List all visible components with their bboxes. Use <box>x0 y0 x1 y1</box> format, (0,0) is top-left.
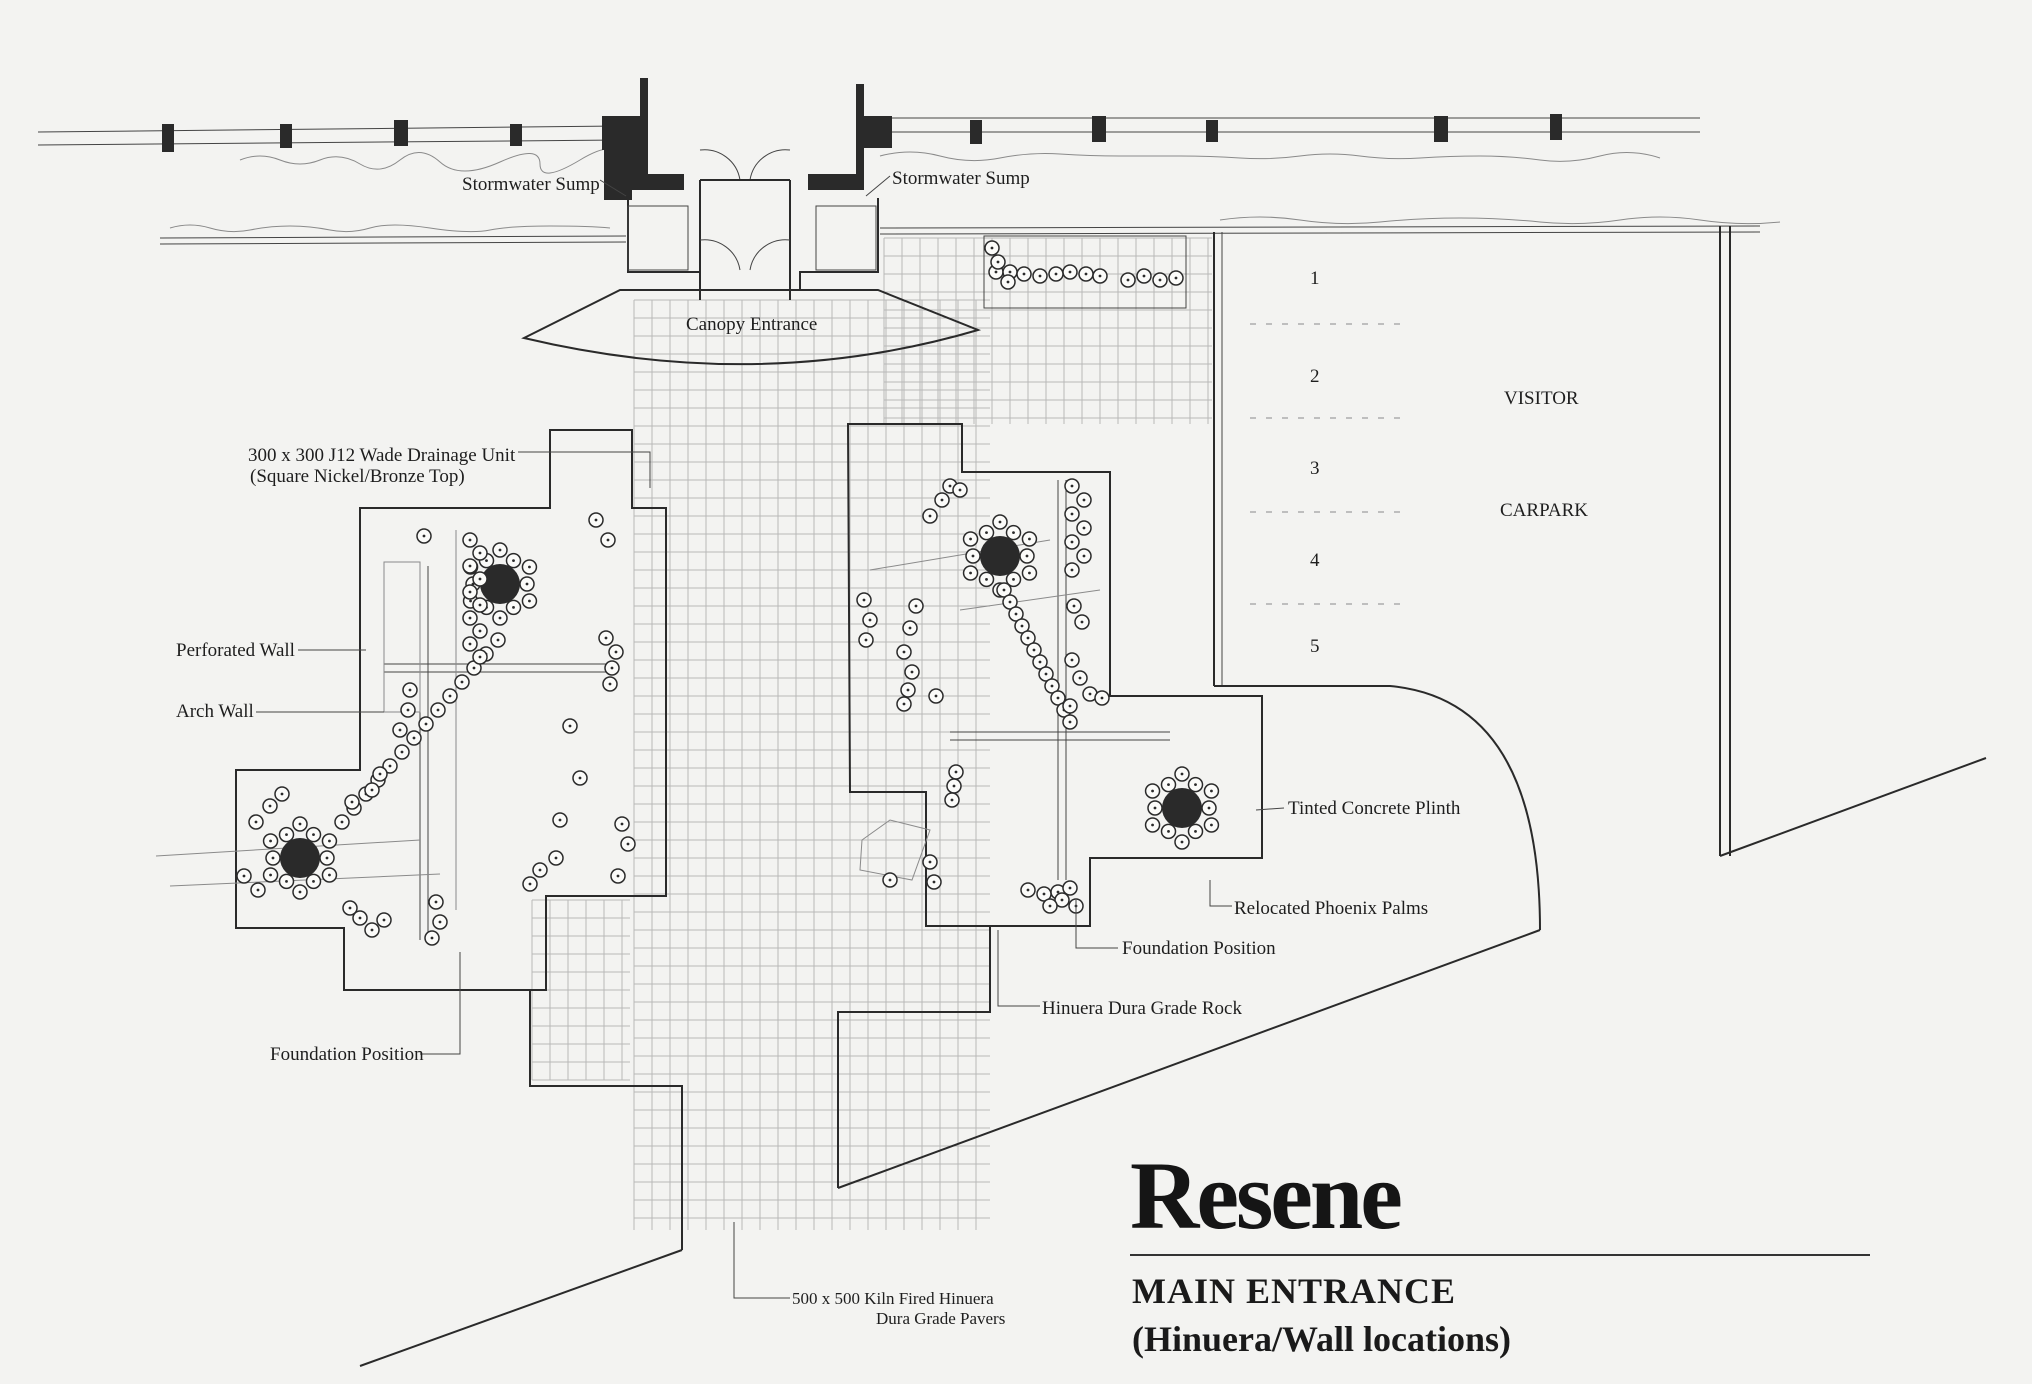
drawing-subtitle: (Hinuera/Wall locations) <box>1132 1319 1512 1359</box>
resene-logo: Resene <box>1130 1142 1403 1249</box>
label-foundation-position-left: Foundation Position <box>270 1044 424 1065</box>
label-foundation-position-right: Foundation Position <box>1122 938 1276 959</box>
paver-grid <box>531 237 1212 1230</box>
label-pavers-spec: 500 x 500 Kiln Fired Hinuera <box>792 1289 994 1308</box>
drawing-title: MAIN ENTRANCE <box>1132 1271 1457 1311</box>
canopy-outline <box>521 289 982 366</box>
parking-bay-number: 4 <box>1310 550 1320 571</box>
left-garden-bed <box>155 429 667 991</box>
label-tinted-concrete-plinth: Tinted Concrete Plinth <box>1288 798 1461 819</box>
label-stormwater-sump-right: Stormwater Sump <box>892 168 1030 189</box>
label-arch-wall: Arch Wall <box>176 701 254 722</box>
label-drainage-top: (Square Nickel/Bronze Top) <box>250 466 465 487</box>
road-edges <box>359 926 1541 1367</box>
entrance-walls <box>159 78 1761 300</box>
label-carpark: CARPARK <box>1500 500 1588 521</box>
label-stormwater-sump-left: Stormwater Sump <box>462 174 600 195</box>
parking-bay-number: 1 <box>1310 268 1320 289</box>
label-canopy-entrance: Canopy Entrance <box>686 314 817 335</box>
leader-lines <box>256 175 1285 1299</box>
visitor-carpark <box>1213 226 1987 931</box>
parking-bay-number: 5 <box>1310 636 1320 657</box>
label-perforated-wall: Perforated Wall <box>176 640 295 661</box>
label-drainage-unit: 300 x 300 J12 Wade Drainage Unit <box>248 445 516 466</box>
parking-bay-number: 2 <box>1310 366 1320 387</box>
label-pavers-grade: Dura Grade Pavers <box>876 1309 1005 1328</box>
plan-labels: Stormwater Sump Stormwater Sump Canopy E… <box>176 168 1588 1328</box>
label-visitor: VISITOR <box>1504 388 1579 409</box>
label-relocated-phoenix-palms: Relocated Phoenix Palms <box>1234 898 1428 919</box>
right-garden-bed <box>846 235 1263 927</box>
boundary-fence <box>37 114 1781 233</box>
parking-bay-number: 3 <box>1310 458 1320 479</box>
title-rule <box>1130 1254 1870 1256</box>
label-hinuera-rock: Hinuera Dura Grade Rock <box>1042 998 1242 1019</box>
